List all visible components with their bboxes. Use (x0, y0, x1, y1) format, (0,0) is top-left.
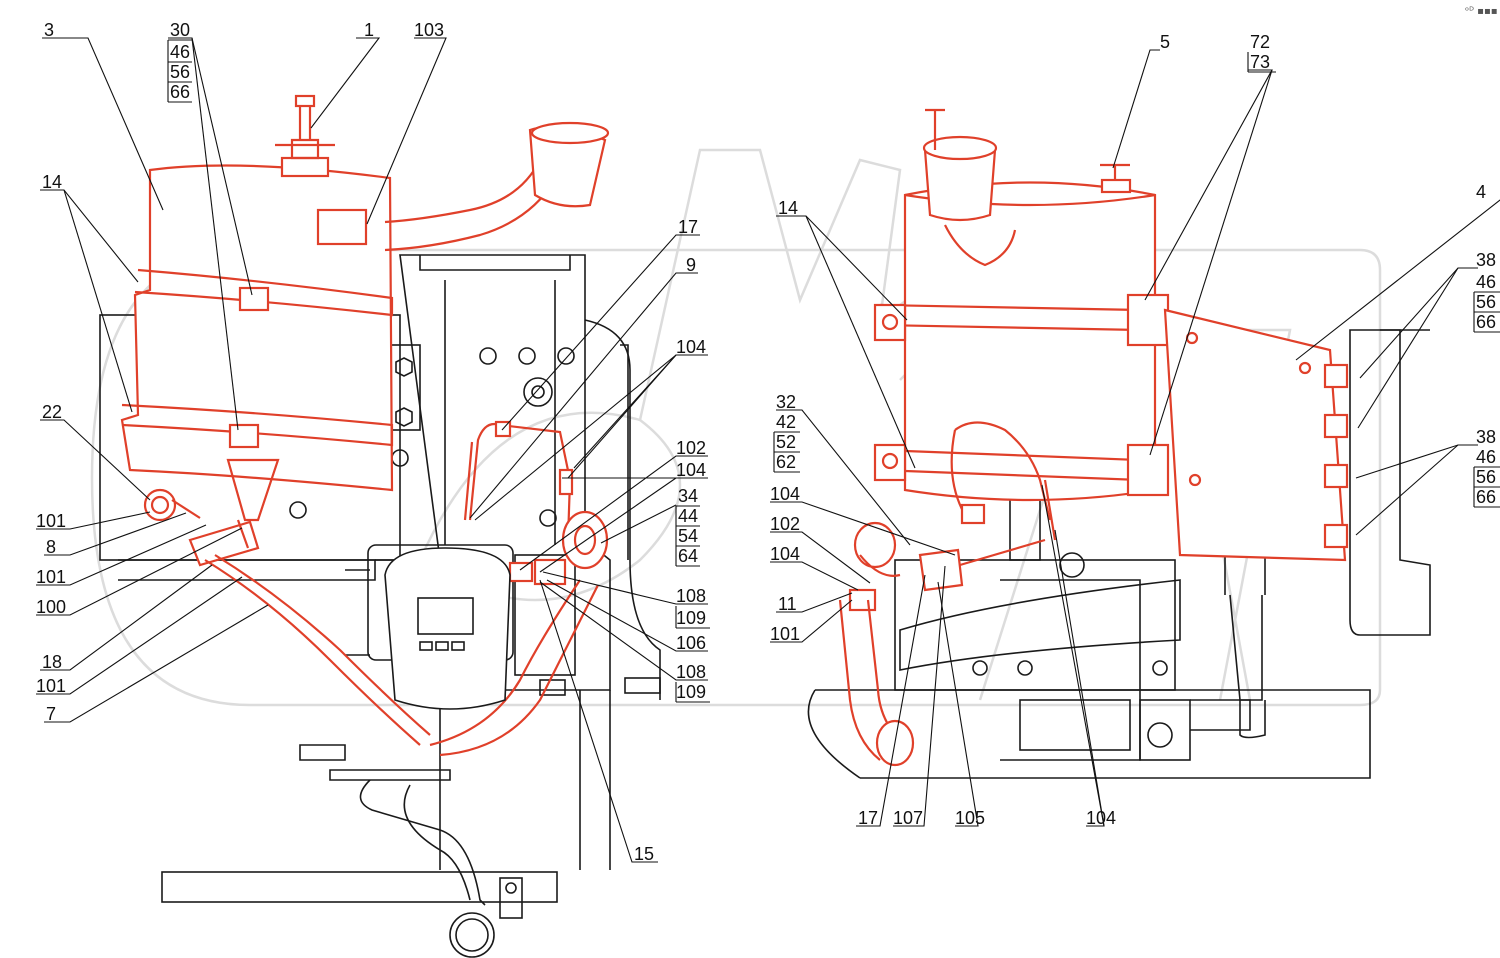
callout-46: 46 (1476, 272, 1496, 292)
callout-52: 52 (776, 432, 796, 452)
callouts-left: 3 30 46 56 66 1 103 14 22 101 8 101 100 … (36, 20, 706, 864)
callout-101: 101 (36, 676, 66, 696)
callout-62: 62 (776, 452, 796, 472)
callout-105: 105 (955, 808, 985, 828)
callout-46: 46 (1476, 447, 1496, 467)
callout-104: 104 (770, 544, 800, 564)
callout-104: 104 (770, 484, 800, 504)
callout-1: 1 (364, 20, 374, 40)
callout-18: 18 (42, 652, 62, 672)
callout-101: 101 (36, 511, 66, 531)
callout-108: 108 (676, 586, 706, 606)
callout-106: 106 (676, 633, 706, 653)
callout-66: 66 (170, 82, 190, 102)
callout-32: 32 (776, 392, 796, 412)
callout-42: 42 (776, 412, 796, 432)
callout-101: 101 (36, 567, 66, 587)
callout-72: 72 (1250, 32, 1270, 52)
right-view-highlighted-parts (838, 108, 1349, 767)
callout-104: 104 (1086, 808, 1116, 828)
callout-107: 107 (893, 808, 923, 828)
callout-34: 34 (678, 486, 698, 506)
heater-control-box (384, 547, 511, 710)
left-view-engine (99, 254, 661, 958)
leader-lines (36, 37, 1500, 863)
callout-56: 56 (170, 62, 190, 82)
callout-102: 102 (676, 438, 706, 458)
callout-7: 7 (46, 704, 56, 724)
callout-66: 66 (1476, 487, 1496, 507)
callout-56: 56 (1476, 292, 1496, 312)
callout-108: 108 (676, 662, 706, 682)
callout-46: 46 (170, 42, 190, 62)
callout-38: 38 (1476, 250, 1496, 270)
callout-109: 109 (676, 682, 706, 702)
callout-56: 56 (1476, 467, 1496, 487)
callout-73: 73 (1250, 52, 1270, 72)
callout-109: 109 (676, 608, 706, 628)
callout-15: 15 (634, 844, 654, 864)
callout-3: 3 (44, 20, 54, 40)
callout-64: 64 (678, 546, 698, 566)
left-view-highlighted-parts (120, 94, 610, 757)
callout-30: 30 (170, 20, 190, 40)
callout-8: 8 (46, 537, 56, 557)
callout-54: 54 (678, 526, 698, 546)
callout-100: 100 (36, 597, 66, 617)
callout-17: 17 (858, 808, 878, 828)
callout-104: 104 (676, 460, 706, 480)
callout-102: 102 (770, 514, 800, 534)
callout-44: 44 (678, 506, 698, 526)
callout-underlines (167, 39, 1500, 703)
callout-38: 38 (1476, 427, 1496, 447)
callout-22: 22 (42, 402, 62, 422)
callout-104: 104 (676, 337, 706, 357)
callout-17: 17 (678, 217, 698, 237)
callout-66: 66 (1476, 312, 1496, 332)
callout-101: 101 (770, 624, 800, 644)
callout-9: 9 (686, 255, 696, 275)
callout-11: 11 (778, 594, 797, 614)
callout-4: 4 (1476, 182, 1486, 202)
callouts-right: 5 72 73 14 4 38 46 56 66 38 46 56 66 32 … (770, 32, 1496, 828)
corner-mark: ᵒᴰ ▪▪▪ (1465, 6, 1498, 17)
callout-103: 103 (414, 20, 444, 40)
callout-14: 14 (778, 198, 798, 218)
callout-5: 5 (1160, 32, 1170, 52)
callout-14: 14 (42, 172, 62, 192)
